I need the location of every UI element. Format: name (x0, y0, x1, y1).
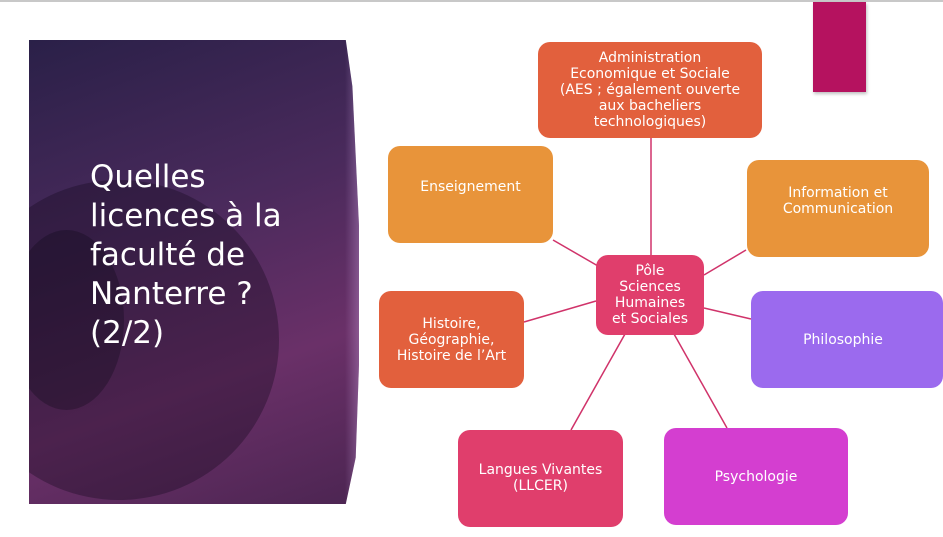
title-panel (29, 40, 359, 504)
panel-edge (345, 40, 359, 504)
accent-bar (813, 2, 866, 92)
decorative-circle (29, 180, 279, 500)
node-histoire: Histoire, Géographie, Histoire de l’Art (379, 291, 524, 388)
node-enseignement: Enseignement (388, 146, 553, 243)
link-psychologie (673, 333, 728, 429)
node-philosophie: Philosophie (751, 291, 943, 388)
link-info-com (703, 249, 747, 276)
node-info-com: Information et Communication (747, 160, 929, 257)
decorative-circle (29, 230, 124, 410)
link-histoire (523, 300, 597, 323)
slide-title: Quelles licences à la faculté de Nanterr… (90, 159, 282, 351)
node-aes: Administration Economique et Sociale (AE… (538, 42, 762, 138)
link-philosophie (703, 307, 752, 320)
node-center: Pôle Sciences Humaines et Sociales (596, 255, 704, 335)
link-enseignement (552, 239, 599, 267)
top-divider (0, 0, 943, 2)
link-langues (570, 333, 626, 431)
node-langues: Langues Vivantes (LLCER) (458, 430, 623, 527)
node-psychologie: Psychologie (664, 428, 848, 525)
